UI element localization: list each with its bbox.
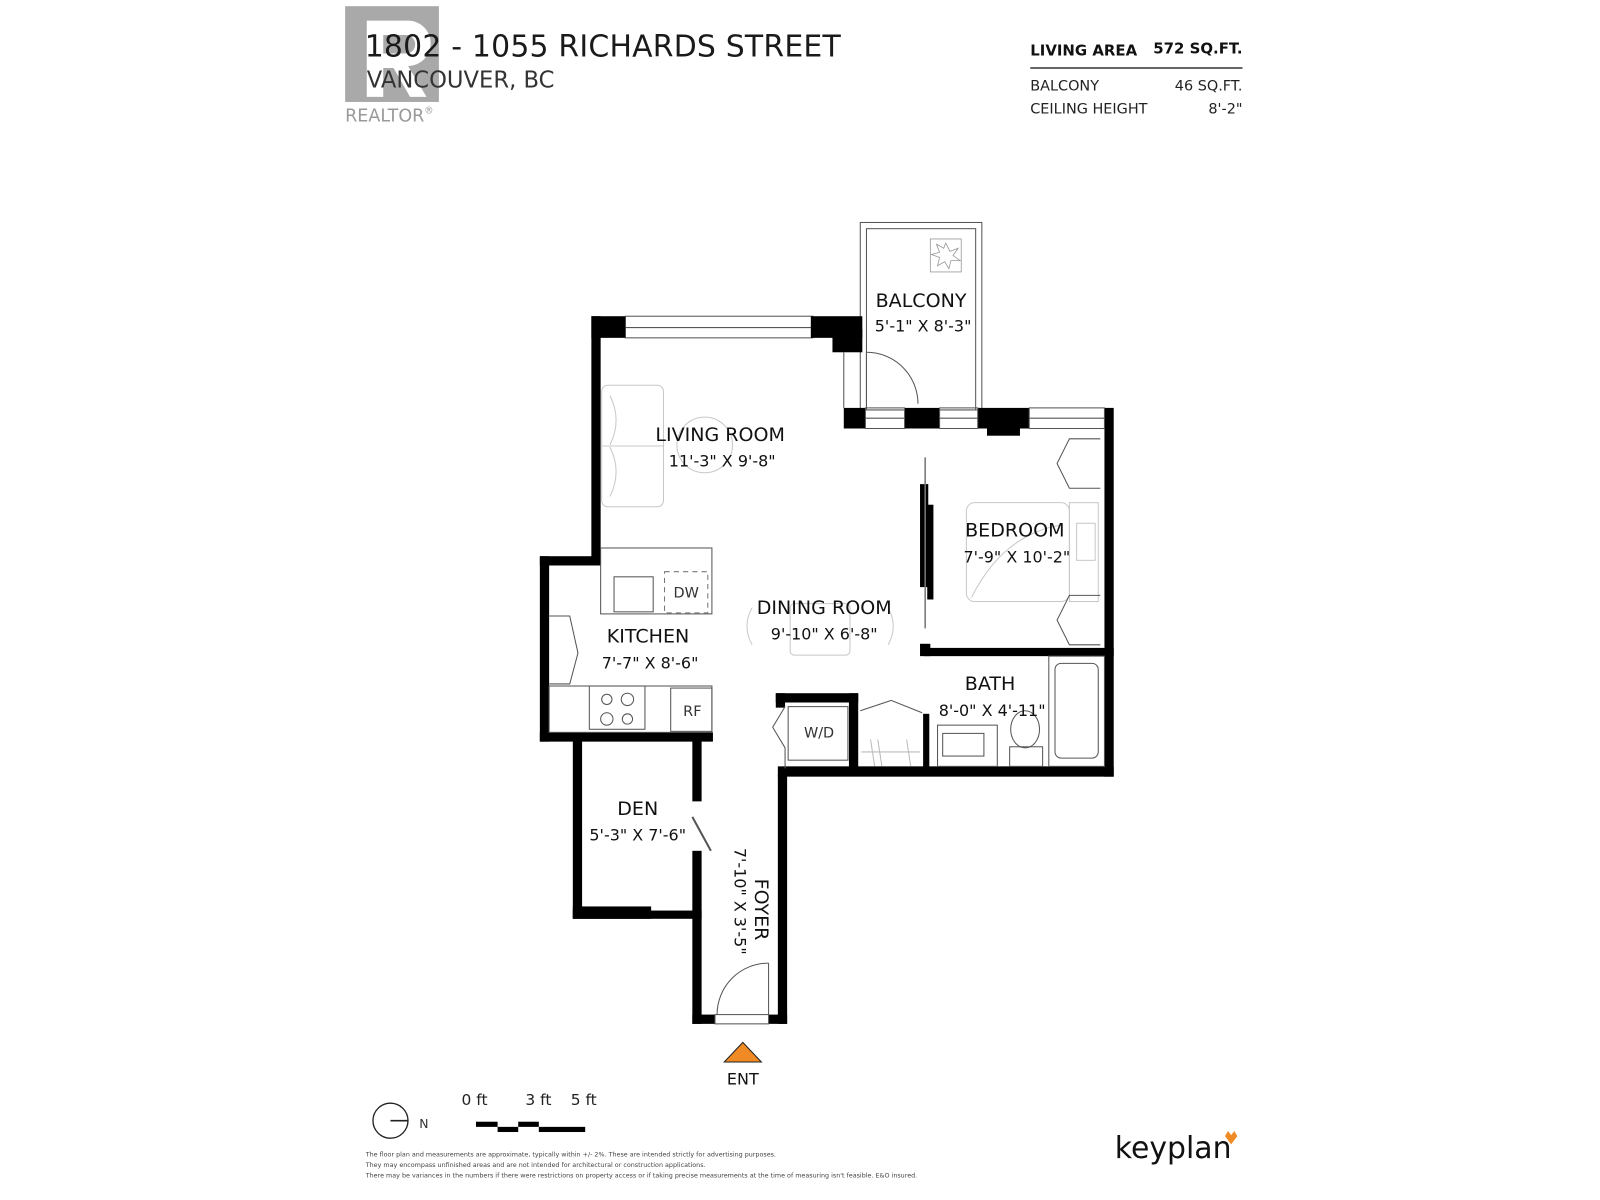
living-area-value: 572 SQ.FT. (1153, 40, 1242, 58)
washer-dryer-icon (787, 706, 849, 761)
bath-name: BATH (965, 673, 1016, 695)
walls (539, 316, 1114, 1024)
bed-icon (965, 502, 1099, 603)
balcony-value: 46 SQ.FT. (1175, 79, 1243, 95)
closet-door-icon (1056, 438, 1101, 646)
bedroom-dims: 7'-9" X 10'-2" (963, 547, 1070, 566)
washer-dryer-label: W/D (804, 726, 834, 742)
sink-icon (613, 576, 654, 613)
balcony-area: BALCONY 5'-1" X 8'-3" (859, 221, 983, 411)
bedroom-name: BEDROOM (965, 520, 1064, 542)
kitchen-name: KITCHEN (607, 626, 690, 648)
dishwasher-icon (664, 571, 709, 614)
city: VANCOUVER, BC (367, 68, 555, 94)
fridge-icon (670, 687, 713, 732)
ceiling-label: CEILING HEIGHT (1030, 101, 1147, 117)
north-label: N (419, 1117, 428, 1131)
bathtub-icon (1054, 662, 1099, 759)
disclaimer-line-1: The floor plan and measurements are appr… (365, 1151, 776, 1159)
keyplan-logo: keyplan (1115, 1131, 1238, 1166)
dining-room-dims: 9'-10" X 6'-8" (771, 625, 878, 644)
living-area-label: LIVING AREA (1030, 42, 1137, 60)
kitchen-counter: DW RF (548, 547, 713, 733)
closet-rod-icon (861, 739, 921, 767)
plant-icon (929, 238, 962, 273)
balcony-dims: 5'-1" X 8'-3" (875, 317, 972, 336)
keyplan-wordmark: keyplan (1115, 1131, 1232, 1166)
floor-plan: BALCONY 5'-1" X 8'-3" (539, 221, 1114, 1025)
entrance-marker: ENT (723, 1041, 763, 1089)
den-dims: 5'-3" X 7'-6" (589, 826, 686, 845)
scale-label-3: 3 ft (525, 1091, 551, 1109)
fox-icon (1224, 1130, 1238, 1145)
ceiling-value: 8'-2" (1208, 101, 1242, 117)
stove-icon (588, 685, 646, 730)
kitchen-dims: 7'-7" X 8'-6" (602, 653, 699, 672)
coffee-table-icon (676, 416, 734, 474)
area-summary: LIVING AREA 572 SQ.FT. BALCONY 46 SQ.FT.… (1030, 40, 1243, 117)
disclaimer: The floor plan and measurements are appr… (365, 1151, 917, 1180)
scale-label-5: 5 ft (571, 1091, 597, 1109)
den-name: DEN (617, 798, 658, 820)
foyer-name: FOYER (750, 879, 772, 941)
scale-bar: 0 ft 3 ft 5 ft (462, 1091, 597, 1133)
disclaimer-line-2: They may encompass unfinished areas and … (365, 1161, 706, 1169)
unit-address: 1802 - 1055 RICHARDS STREET (365, 30, 842, 65)
balcony-label: BALCONY (1030, 79, 1099, 95)
entrance-label: ENT (727, 1070, 759, 1089)
sink-icon (942, 732, 985, 757)
north-compass: N (372, 1102, 429, 1139)
living-room-name: LIVING ROOM (655, 424, 785, 446)
disclaimer-line-3: There may be variances in the numbers if… (365, 1171, 917, 1179)
realtor-wordmark: REALTOR® (345, 105, 433, 126)
realtor-logo: REALTOR® (345, 6, 439, 127)
dining-table-icon (746, 603, 894, 656)
balcony-name: BALCONY (876, 290, 967, 312)
dining-room-name: DINING ROOM (757, 597, 892, 619)
dishwasher-label: DW (673, 585, 698, 601)
toilet-icon (1010, 710, 1041, 749)
fridge-label: RF (683, 704, 701, 720)
bath-dims: 8'-0" X 4'-11" (939, 701, 1046, 720)
living-room-dims: 11'-3" X 9'-8" (669, 452, 776, 471)
entrance-arrow-icon (723, 1041, 763, 1063)
scale-label-0: 0 ft (462, 1091, 488, 1109)
foyer-dims: 7'-10" X 3'-5" (731, 848, 750, 955)
burners-icon (600, 692, 635, 726)
sofa-icon (601, 384, 665, 508)
